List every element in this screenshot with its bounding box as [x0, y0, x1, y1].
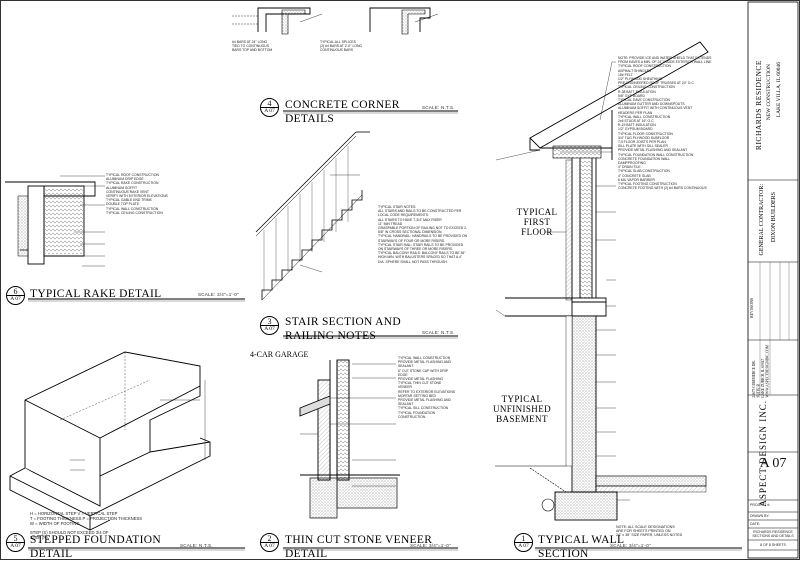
- detail-number: 1: [521, 533, 526, 543]
- contractor-heading: GENERAL CONTRACTOR:: [759, 184, 765, 256]
- stone-veneer-notes: TYPICAL WALL CONSTRUCTION PROVIDE METAL …: [398, 356, 456, 419]
- project-number-label: PROJECT #:: [750, 503, 771, 507]
- corner-detail-title: CONCRETE CORNER DETAILS: [285, 99, 400, 125]
- detail-bubble-foundation: 5 A 07: [6, 533, 25, 552]
- foundation-detail-title: STEPPED FOUNDATION DETAIL: [30, 534, 161, 560]
- sheet-count: 8 OF 8 SHEETS: [760, 543, 786, 547]
- stone-detail-title: THIN CUT STONE VENEER DETAIL: [285, 534, 433, 560]
- detail-sheet-ref: A 07: [264, 543, 275, 550]
- foundation-note: STEP (S) SHOULD NOT EXCEED 3/4 OF STEP (…: [30, 530, 109, 540]
- corner-scale: SCALE: N.T.S.: [422, 105, 455, 110]
- stone-scale: SCALE: 3/4"=1'-0": [410, 543, 451, 548]
- detail-number: 5: [13, 533, 18, 543]
- date-label: DATE:: [750, 522, 761, 526]
- stair-detail-title: STAIR SECTION AND RAILING NOTES: [285, 316, 401, 342]
- detail-bubble-wall: 1 A 07: [514, 533, 533, 552]
- corner-note-left: #4 BARS AT 24" LONG TIED TO CONTINUOUS B…: [232, 40, 273, 53]
- detail-bubble-stone: 2 A 07: [260, 533, 279, 552]
- detail-bubble-rake: 6 A 07: [6, 286, 25, 305]
- detail-bubble-corner: 4 A 07: [260, 98, 279, 117]
- detail-sheet-ref: A 07: [10, 296, 21, 303]
- garage-label: 4-CAR GARAGE: [250, 350, 309, 359]
- basement-label: TYPICAL UNFINISHED BASEMENT: [493, 394, 551, 424]
- revisions-heading: REVISIONS: [750, 298, 754, 318]
- wall-scale: SCALE: 3/4"=1'-0": [610, 543, 651, 548]
- rake-detail-title: TYPICAL RAKE DETAIL: [30, 288, 162, 300]
- detail-number: 2: [267, 533, 272, 543]
- firm-logo: ASPECT DESIGN INC.: [758, 400, 768, 507]
- detail-bubble-stair: 3 A 07: [260, 316, 279, 335]
- detail-sheet-ref: A 07: [518, 543, 529, 550]
- wall-section-title: TYPICAL WALL SECTION: [538, 534, 625, 560]
- first-floor-label: TYPICAL FIRST FLOOR: [516, 207, 558, 237]
- wall-section-notes: NOTE: PROVIDE ICE AND WATER SHIELD THAT …: [618, 56, 712, 191]
- project-name: RICHARDS RESIDENCE: [754, 60, 763, 151]
- drawn-by-label: DRAWN BY:: [750, 514, 770, 518]
- foundation-scale: SCALE: N.T.S.: [180, 543, 213, 548]
- project-city: LAKE VILLA, IL 60046: [776, 62, 782, 118]
- stair-scale: SCALE: N.T.S.: [422, 330, 455, 335]
- detail-sheet-ref: A 07: [10, 543, 21, 550]
- corner-note-right: TYPICAL ALL SPLICES (2) #4 BARS AT 2'-0"…: [320, 40, 363, 53]
- detail-sheet-ref: A 07: [264, 326, 275, 333]
- stair-notes: TYPICAL STAIR NOTES: ALL STAIRS AND RAIL…: [378, 205, 468, 264]
- sheet-number: A 07: [759, 456, 787, 471]
- firm-address: 23675 COMMERCE DR. SUITE B LAKE ZURICH, …: [752, 345, 770, 398]
- sheet-description: RICHARDS RESIDENCE SECTIONS AND DETAILS: [752, 530, 794, 539]
- detail-number: 3: [267, 316, 272, 326]
- foundation-legend: H = HORIZONTAL STEP V = VERTICAL STEP T …: [30, 511, 143, 526]
- project-type: NEW CONSTRUCTION: [766, 64, 772, 121]
- detail-sheet-ref: A 07: [264, 108, 275, 115]
- contractor-name: DIXON BUILDERS: [771, 192, 777, 243]
- rake-notes: TYPICAL ROOF CONSTRUCTION ALUMINUM DRIP …: [106, 173, 168, 215]
- scale-footer-note: NOTE: ALL SCALE DESIGNATIONS ARE FOR SHE…: [616, 525, 683, 538]
- rake-scale: SCALE: 3/4"=1'-0": [198, 292, 239, 297]
- detail-number: 4: [267, 98, 272, 108]
- detail-number: 6: [13, 286, 18, 296]
